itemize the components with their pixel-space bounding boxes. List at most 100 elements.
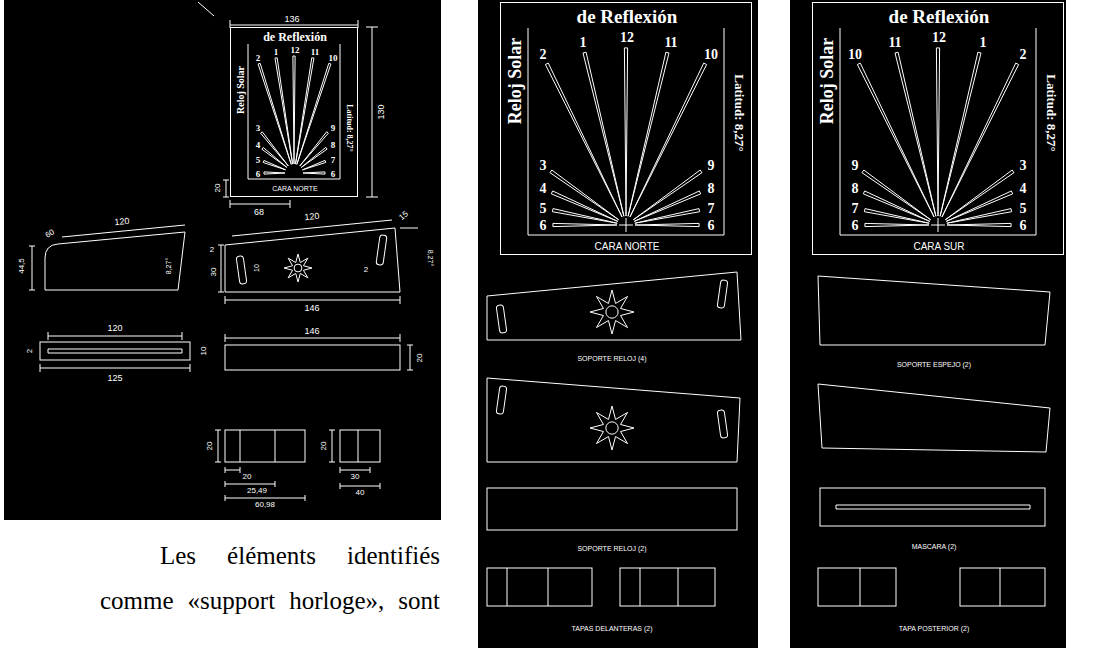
dimension: 20 bbox=[206, 442, 214, 451]
dial-name: Reloj Solar bbox=[506, 38, 524, 124]
hour-number: 6 bbox=[540, 219, 547, 233]
dimension: 20 bbox=[243, 473, 252, 481]
dial-title: de Reflexión bbox=[263, 31, 327, 43]
part-name: SOPORTE RELOJ (2) bbox=[577, 545, 646, 552]
dial-title: de Reflexión bbox=[889, 7, 990, 26]
hour-line bbox=[947, 209, 1012, 224]
drawing-panel bbox=[4, 0, 441, 520]
hour-number: 6 bbox=[1020, 219, 1027, 233]
dimension: 10 bbox=[253, 264, 260, 272]
cad-linework bbox=[818, 276, 1050, 345]
cad-linework bbox=[487, 272, 741, 340]
hour-number: 11 bbox=[888, 36, 901, 50]
dial-note: Latitud: 8,27° bbox=[345, 104, 353, 152]
dimension: 25,49 bbox=[247, 487, 267, 495]
cad-linework bbox=[376, 235, 387, 266]
cad-linework bbox=[48, 332, 182, 340]
body-text: Les éléments identifiés comme «support h… bbox=[100, 533, 440, 623]
cad-linework bbox=[620, 568, 715, 606]
hour-line bbox=[264, 172, 285, 174]
hour-number: 9 bbox=[708, 159, 715, 173]
star-ring bbox=[294, 264, 302, 272]
hour-number: 5 bbox=[540, 202, 547, 216]
cad-linework bbox=[407, 345, 413, 370]
hour-number: 2 bbox=[540, 48, 547, 62]
dimension: 120 bbox=[304, 212, 320, 223]
hour-number: 7 bbox=[708, 202, 715, 216]
dial-name: Reloj Solar bbox=[818, 38, 836, 124]
cad-linework bbox=[487, 568, 592, 606]
dial-face: de ReflexiónReloj Solar2112111039485766L… bbox=[230, 27, 358, 197]
cad-linework bbox=[496, 305, 507, 334]
cad-linework bbox=[29, 2, 1050, 606]
hour-number: 12 bbox=[932, 31, 946, 45]
star-ring bbox=[606, 306, 618, 318]
cad-linework bbox=[198, 2, 214, 16]
hour-line bbox=[624, 48, 627, 216]
hour-line bbox=[295, 58, 313, 164]
cad-linework bbox=[487, 488, 737, 530]
hour-number: 6 bbox=[852, 219, 859, 233]
cad-linework bbox=[329, 430, 335, 462]
cad-linework bbox=[215, 430, 221, 462]
cad-linework bbox=[931, 218, 945, 232]
star-cutout bbox=[590, 290, 634, 334]
cad-linework bbox=[640, 568, 678, 606]
hour-number: 6 bbox=[708, 219, 715, 233]
dimension: 20 bbox=[416, 354, 424, 363]
dial-title: de Reflexión bbox=[577, 7, 678, 26]
cad-linework bbox=[40, 364, 190, 372]
hour-number: 3 bbox=[256, 124, 261, 133]
cad-linework bbox=[960, 568, 1045, 606]
hour-number: 9 bbox=[852, 159, 859, 173]
dimension: 120 bbox=[107, 324, 122, 333]
dimension: 8,27° bbox=[427, 250, 434, 266]
hour-line bbox=[936, 48, 939, 216]
hour-line bbox=[553, 223, 617, 226]
dimension: 130 bbox=[377, 104, 386, 119]
hour-number: 8 bbox=[331, 141, 336, 150]
cad-linework bbox=[717, 410, 728, 439]
cad-linework bbox=[236, 256, 247, 285]
cad-linework bbox=[818, 384, 1050, 452]
hour-line bbox=[275, 58, 293, 164]
cad-linework bbox=[1000, 568, 1001, 606]
star-cutout bbox=[284, 254, 634, 450]
hour-line bbox=[293, 56, 295, 164]
dimension: 20 bbox=[214, 184, 222, 193]
star-cutout bbox=[284, 254, 312, 282]
hour-number: 1 bbox=[980, 36, 987, 50]
cad-linework bbox=[223, 180, 229, 197]
cad-linework bbox=[717, 280, 728, 309]
dimension: 125 bbox=[107, 374, 122, 383]
cad-linework bbox=[836, 505, 1030, 509]
part-name: SOPORTE ESPEJO (2) bbox=[897, 361, 971, 368]
hour-line bbox=[628, 52, 669, 216]
dimension: 146 bbox=[304, 304, 319, 313]
hour-number: 2 bbox=[256, 54, 261, 63]
cad-linework bbox=[45, 232, 185, 290]
dimension: 2 bbox=[210, 246, 214, 254]
cad-linework bbox=[400, 228, 418, 229]
dial-note: CARA NORTE bbox=[272, 185, 317, 192]
cad-linework bbox=[860, 568, 861, 606]
hour-number: 10 bbox=[848, 48, 862, 62]
cad-linework bbox=[528, 28, 724, 235]
hour-number: 12 bbox=[291, 46, 300, 55]
hour-number: 8 bbox=[852, 182, 859, 196]
hour-line bbox=[946, 191, 1012, 221]
hour-number: 11 bbox=[664, 36, 677, 50]
dial-note: Latitud: 8,27° bbox=[1045, 74, 1058, 151]
cad-linework bbox=[29, 246, 35, 290]
dial-name: Reloj Solar bbox=[236, 66, 246, 114]
cad-linework bbox=[818, 568, 896, 606]
hour-line bbox=[634, 191, 700, 221]
part-name: TAPA POSTERIOR (2) bbox=[899, 625, 970, 632]
hour-number: 5 bbox=[256, 156, 261, 165]
hour-number: 1 bbox=[274, 48, 279, 57]
cad-linework bbox=[225, 430, 305, 462]
dial-note: CARA SUR bbox=[913, 242, 964, 252]
dimension: 20 bbox=[320, 442, 328, 451]
cad-linework bbox=[225, 345, 400, 370]
hour-number: 3 bbox=[540, 159, 547, 173]
